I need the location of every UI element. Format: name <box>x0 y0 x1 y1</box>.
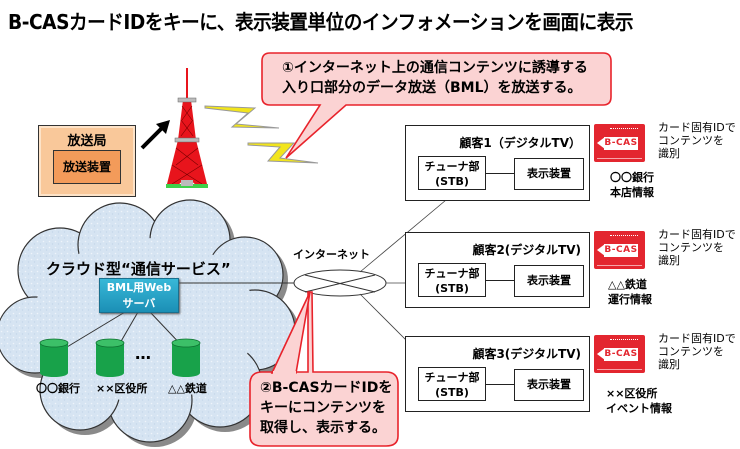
callout-2-line: ②B-CASカードIDを <box>260 380 393 396</box>
content-info-line: イベント情報 <box>606 402 672 415</box>
display-device-box: 表示装置 <box>514 369 584 401</box>
bcas-card-icon: B-CAS <box>594 231 645 269</box>
display-device-box: 表示装置 <box>514 158 584 190</box>
cloud-core <box>33 238 257 402</box>
tower-icon <box>166 68 208 188</box>
connector-line <box>486 173 514 174</box>
internet-label: インターネット <box>293 248 370 261</box>
content-info-line: 〇〇銀行 <box>610 171 654 184</box>
more-databases-ellipsis: … <box>135 344 152 363</box>
bcas-card-icon: B-CAS <box>594 335 645 373</box>
callout-1-line: ①インターネット上の通信コンテンツに誘導する <box>282 60 588 76</box>
bcas-card-logo: B-CAS <box>604 244 638 257</box>
customer-title: 顧客3(デジタルTV) <box>472 347 581 361</box>
card-note: カード固有IDで コンテンツを 識別 <box>658 228 736 267</box>
card-note-line: カード固有IDで <box>658 332 736 345</box>
tuner-box: チューナ部 (STB) <box>418 156 486 190</box>
connector-line <box>486 280 514 281</box>
card-note-line: コンテンツを <box>658 134 724 147</box>
callout-2-shape <box>249 291 399 447</box>
page-title: B-CASカードIDをキーに、表示装置単位のインフォメーションを画面に表示 <box>8 10 634 34</box>
card-note-line: カード固有IDで <box>658 228 736 241</box>
tuner-label: チューナ部 <box>424 267 480 280</box>
lightning-bolt-icon <box>204 105 319 164</box>
tuner-label: チューナ部 <box>424 160 480 173</box>
card-note-line: コンテンツを <box>658 241 724 254</box>
broadcast-device: 放送装置 <box>53 150 121 184</box>
bcas-card-icon: B-CAS <box>594 124 645 162</box>
card-note-line: 識別 <box>658 358 680 371</box>
bcas-card-logo: B-CAS <box>604 348 638 361</box>
tuner-sub-label: (STB) <box>435 282 469 295</box>
content-info: ××区役所 イベント情報 <box>606 386 672 416</box>
cloud-title: クラウド型“通信サービス” <box>46 260 231 278</box>
callout-1-shape <box>261 52 612 159</box>
callout-2-line: キーにコンテンツを <box>260 400 386 416</box>
broadcast-station-label: 放送局 <box>67 134 107 149</box>
internet-icon <box>293 269 387 297</box>
card-note-line: コンテンツを <box>658 345 724 358</box>
database-label: ××区役所 <box>96 382 148 395</box>
database-label: △△鉄道 <box>168 382 207 395</box>
web-server: BML用Web サーバ <box>99 278 179 313</box>
tuner-box: チューナ部 (STB) <box>418 263 486 297</box>
content-info-line: 運行情報 <box>608 293 652 306</box>
database-icon <box>39 338 69 377</box>
customer-box: 顧客3(デジタルTV) チューナ部 (STB) 表示装置 <box>405 336 590 412</box>
customer-title: 顧客1（デジタルTV） <box>459 136 581 150</box>
web-server-label: サーバ <box>122 297 156 310</box>
content-info-line: △△鉄道 <box>608 278 647 291</box>
card-note-line: 識別 <box>658 147 680 160</box>
customer-box: 顧客2(デジタルTV) チューナ部 (STB) 表示装置 <box>405 232 590 308</box>
content-info-line: 本店情報 <box>610 186 654 199</box>
tuner-sub-label: (STB) <box>435 175 469 188</box>
callout-2-text: ②B-CASカードIDを キーにコンテンツを 取得し、表示する。 <box>260 378 392 438</box>
tuner-box: チューナ部 (STB) <box>418 367 486 401</box>
tuner-label: チューナ部 <box>424 371 480 384</box>
database-icon <box>171 338 201 377</box>
arrow-icon <box>140 120 170 150</box>
content-info: △△鉄道 運行情報 <box>608 277 652 307</box>
connector-line <box>486 384 514 385</box>
content-info-line: ××区役所 <box>606 387 658 400</box>
customer-box: 顧客1（デジタルTV） チューナ部 (STB) 表示装置 <box>405 125 590 201</box>
customer-title: 顧客2(デジタルTV) <box>472 243 581 257</box>
bcas-card-logo: B-CAS <box>604 137 638 150</box>
callout-1-line: 入り口部分のデータ放送（BML）を放送する。 <box>282 80 582 96</box>
display-device-box: 表示装置 <box>514 265 584 297</box>
tuner-sub-label: (STB) <box>435 386 469 399</box>
callout-1-text: ①インターネット上の通信コンテンツに誘導する 入り口部分のデータ放送（BML）を… <box>282 58 588 98</box>
database-icons <box>39 338 201 377</box>
card-note: カード固有IDで コンテンツを 識別 <box>658 332 736 371</box>
web-server-label: BML用Web <box>106 281 172 294</box>
card-note-line: カード固有IDで <box>658 121 736 134</box>
database-icon <box>95 338 125 377</box>
database-label: 〇〇銀行 <box>36 382 80 395</box>
card-note-line: 識別 <box>658 254 680 267</box>
content-info: 〇〇銀行 本店情報 <box>610 170 654 200</box>
callout-2-line: 取得し、表示する。 <box>260 420 386 436</box>
broadcast-station: 放送局 放送装置 <box>38 125 136 197</box>
card-note: カード固有IDで コンテンツを 識別 <box>658 121 736 160</box>
